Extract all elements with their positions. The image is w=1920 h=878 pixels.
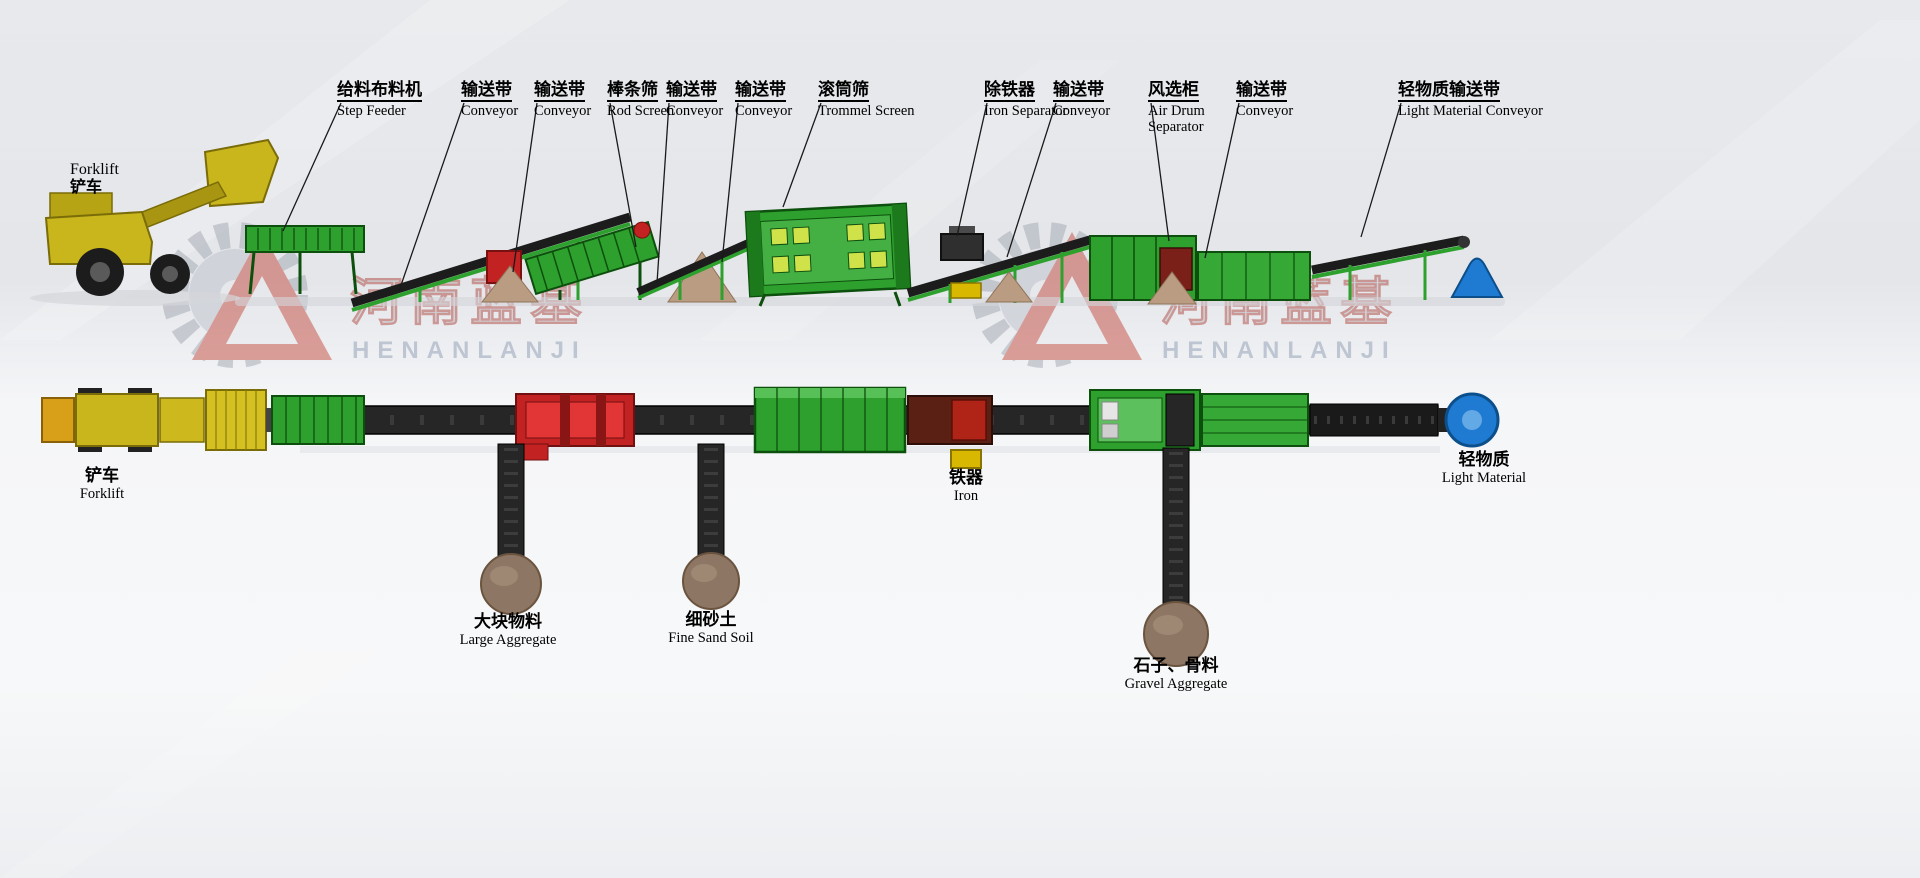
label-forklift-top-zh: 铲车 xyxy=(85,466,119,485)
label-conveyor-2-en: Conveyor xyxy=(534,103,592,120)
branch-fine-sand xyxy=(682,443,740,610)
label-gravel-aggregate-zh: 石子、骨料 xyxy=(1133,656,1219,675)
iron-separator-side xyxy=(940,226,984,261)
label-forklift-top-en: Forklift xyxy=(79,486,125,503)
label-conveyor-6-en: Conveyor xyxy=(1236,103,1294,120)
label-step-feeder-en: Step Feeder xyxy=(337,103,406,120)
label-conveyor-3-zh: 输送带 xyxy=(666,80,717,103)
separator-discharge-box-side xyxy=(1197,251,1311,301)
label-conveyor-1-en: Conveyor xyxy=(461,103,519,120)
label-iron-separator-zh: 除铁器 xyxy=(984,80,1035,103)
label-conveyor-6: 输送带 Conveyor xyxy=(1236,80,1293,119)
label-gravel-aggregate: 石子、骨料 Gravel Aggregate xyxy=(1125,656,1228,692)
label-conveyor-2: 输送带 Conveyor xyxy=(534,80,591,119)
label-conveyor-4-zh: 输送带 xyxy=(735,80,786,103)
label-light-material-conveyor-zh: 轻物质输送带 xyxy=(1398,80,1500,103)
label-forklift-top-view: 铲车 Forklift xyxy=(80,466,124,502)
iron-piece-side xyxy=(950,282,982,299)
label-fine-sand-soil-zh: 细砂土 xyxy=(685,610,737,629)
pile-icon xyxy=(1147,271,1197,305)
label-air-drum-separator-en: Air Drum Separator xyxy=(1148,103,1205,136)
gear-icon xyxy=(162,222,308,368)
label-fine-sand-soil: 细砂土 Fine Sand Soil xyxy=(668,610,753,646)
label-air-drum-separator: 风选柜 Air Drum Separator xyxy=(1148,80,1234,136)
label-gravel-aggregate-en: Gravel Aggregate xyxy=(1124,676,1228,693)
label-iron: 铁器 Iron xyxy=(949,468,983,504)
label-conveyor-5-zh: 输送带 xyxy=(1053,80,1104,103)
step-feeder-side xyxy=(245,225,365,295)
forklift-top xyxy=(41,388,288,452)
label-conveyor-3-en: Conveyor xyxy=(666,103,724,120)
label-step-feeder-zh: 给料布料机 xyxy=(337,80,422,103)
label-iron-zh: 铁器 xyxy=(949,468,983,487)
label-light-material-zh: 轻物质 xyxy=(1458,450,1510,469)
label-light-material-en: Light Material xyxy=(1441,470,1527,487)
label-light-material-conveyor-en: Light Material Conveyor xyxy=(1398,103,1543,120)
light-material-conveyor-side xyxy=(1311,235,1470,300)
light-material-cone-icon xyxy=(1450,257,1504,298)
rod-screen-side xyxy=(524,220,660,296)
separator-discharge-box-top xyxy=(1201,393,1309,447)
top-view xyxy=(41,386,1500,667)
label-forklift-side-zh: 铲车 xyxy=(70,178,103,196)
iron-separator-top xyxy=(907,395,993,445)
label-iron-separator-en: Iron Separator xyxy=(984,103,1068,120)
triangle-logo-icon xyxy=(1002,232,1142,360)
pile-icon xyxy=(984,271,1034,303)
conveyor-2-side xyxy=(636,236,757,300)
leader-lines xyxy=(282,102,1402,292)
pile-icon xyxy=(682,552,740,610)
label-large-aggregate-en: Large Aggregate xyxy=(459,632,557,649)
branch-large-aggregate xyxy=(480,443,549,615)
label-conveyor-5: 输送带 Conveyor xyxy=(1053,80,1110,119)
label-rod-screen: 棒条筛 Rod Screen xyxy=(607,80,674,119)
label-conveyor-6-zh: 输送带 xyxy=(1236,80,1287,103)
label-trommel-screen-en: Trommel Screen xyxy=(818,103,915,120)
forklift-side xyxy=(44,138,280,296)
label-large-aggregate-zh: 大块物料 xyxy=(473,612,542,631)
label-trommel-screen: 滚筒筛 Trommel Screen xyxy=(818,80,915,119)
side-view xyxy=(30,138,1505,312)
label-rod-screen-en: Rod Screen xyxy=(607,103,675,120)
watermark-en-text: HENANLANJI xyxy=(352,337,587,364)
label-conveyor-5-en: Conveyor xyxy=(1053,103,1111,120)
air-drum-separator-top xyxy=(1089,389,1201,451)
label-iron-separator: 除铁器 Iron Separator xyxy=(984,80,1067,119)
label-iron-en: Iron xyxy=(953,488,979,505)
label-step-feeder: 给料布料机 Step Feeder xyxy=(337,80,422,119)
label-conveyor-1-zh: 输送带 xyxy=(461,80,512,103)
trommel-screen-top xyxy=(753,386,907,454)
watermark-en-text: HENANLANJI xyxy=(1162,337,1397,364)
step-feeder-top xyxy=(271,395,365,445)
label-conveyor-1: 输送带 Conveyor xyxy=(461,80,518,119)
light-material-conveyor-top xyxy=(1309,392,1500,448)
label-conveyor-2-zh: 输送带 xyxy=(534,80,585,103)
label-forklift-side: Forklift 铲车 xyxy=(70,160,119,197)
label-large-aggregate: 大块物料 Large Aggregate xyxy=(460,612,557,648)
branch-gravel xyxy=(1143,447,1209,667)
label-fine-sand-soil-en: Fine Sand Soil xyxy=(668,630,754,647)
label-trommel-screen-zh: 滚筒筛 xyxy=(818,80,869,103)
label-air-drum-separator-zh: 风选柜 xyxy=(1148,80,1199,103)
label-light-material-conveyor: 轻物质输送带 Light Material Conveyor xyxy=(1398,80,1543,119)
rod-screen-top xyxy=(515,393,635,447)
label-light-material: 轻物质 Light Material xyxy=(1442,450,1526,486)
trommel-screen-side xyxy=(744,202,912,298)
label-rod-screen-zh: 棒条筛 xyxy=(607,80,658,103)
pile-icon xyxy=(480,265,540,303)
iron-piece-top xyxy=(950,449,982,469)
label-conveyor-4-en: Conveyor xyxy=(735,103,793,120)
label-conveyor-3: 输送带 Conveyor xyxy=(666,80,723,119)
label-forklift-side-en: Forklift xyxy=(70,161,119,178)
triangle-logo-icon xyxy=(192,232,332,360)
label-conveyor-4: 输送带 Conveyor xyxy=(735,80,792,119)
